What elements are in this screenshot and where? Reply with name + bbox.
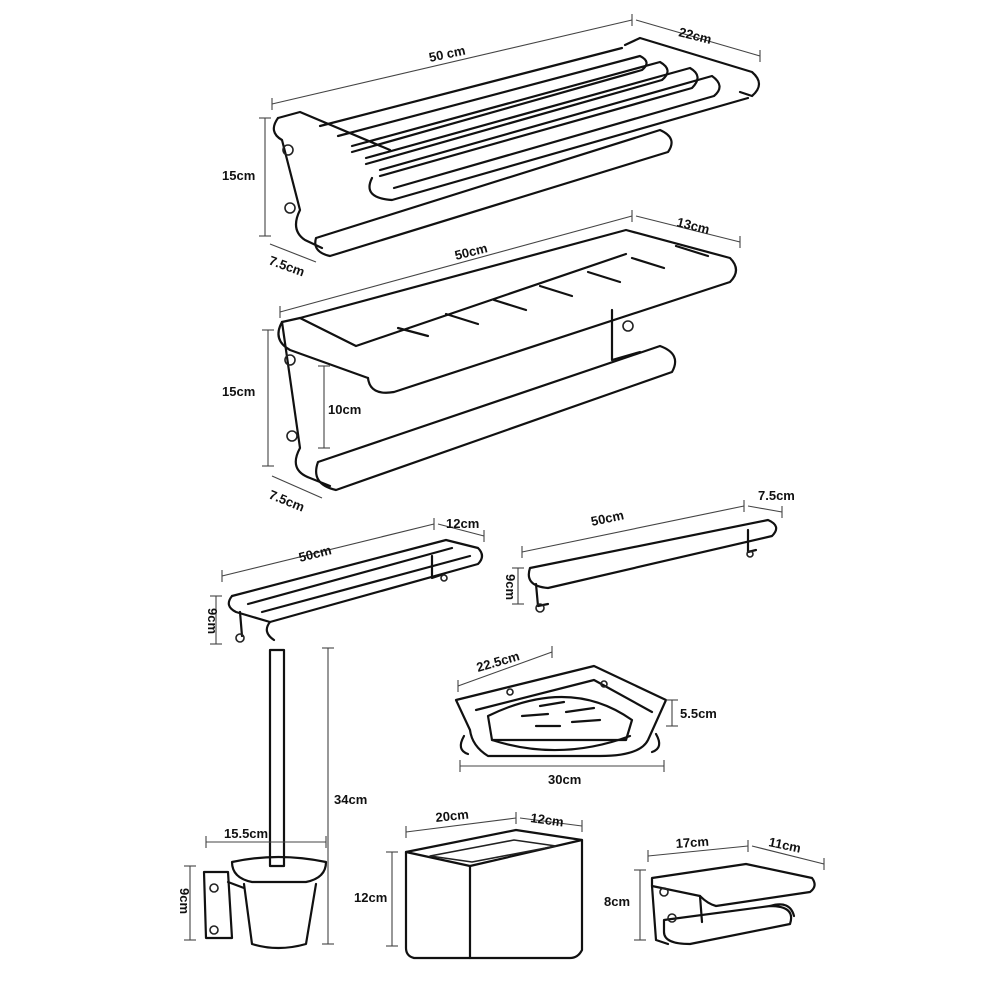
corner-shelf-side-label: 22.5cm: [475, 648, 522, 675]
towel-rack-wall-label: 7.5cm: [267, 253, 307, 280]
shelf-depth-label: 13cm: [675, 214, 711, 237]
double-bar-height-label: 9cm: [205, 608, 220, 634]
single-bar-width-label: 50cm: [590, 507, 626, 529]
towel-rack-depth-label: 22cm: [677, 24, 713, 47]
paper-holder: 17cm 11cm 8cm: [604, 834, 825, 946]
tissue-box-height-label: 12cm: [354, 890, 387, 905]
towel-rack-width-label: 50 cm: [428, 43, 467, 65]
single-bar-depth-label: 7.5cm: [758, 488, 795, 503]
brush-height-label: 34cm: [334, 792, 367, 807]
corner-shelf-height-label: 5.5cm: [680, 706, 717, 721]
toilet-brush: 34cm 15.5cm 9cm: [177, 647, 367, 950]
brush-holder-height-label: 9cm: [177, 888, 192, 914]
double-towel-bar: 50cm 12cm 9cm: [205, 516, 485, 645]
corner-shelf-width-label: 30cm: [548, 772, 581, 787]
shelf-gap-label: 10cm: [328, 402, 361, 417]
single-towel-bar: 50cm 7.5cm 9cm: [503, 488, 795, 613]
paper-holder-height-label: 8cm: [604, 894, 630, 909]
paper-holder-depth-label: 11cm: [767, 834, 802, 855]
shelf-height-label: 15cm: [222, 384, 255, 399]
towel-rack-height-label: 15cm: [222, 168, 255, 183]
brush-width-label: 15.5cm: [224, 826, 268, 841]
towel-rack-shelf: 50 cm 22cm 15cm 7.5cm: [222, 14, 761, 280]
paper-holder-width-label: 17cm: [675, 834, 709, 851]
double-bar-depth-label: 12cm: [446, 516, 479, 531]
corner-shelf: 22.5cm 30cm 5.5cm: [454, 646, 717, 787]
shelf-wall-label: 7.5cm: [267, 487, 307, 515]
double-bar-width-label: 50cm: [297, 542, 333, 565]
tissue-box-width-label: 20cm: [435, 807, 470, 825]
tissue-box-depth-label: 12cm: [530, 810, 565, 829]
single-bar-height-label: 9cm: [503, 574, 518, 600]
tissue-box: 20cm 12cm 12cm: [354, 807, 584, 960]
